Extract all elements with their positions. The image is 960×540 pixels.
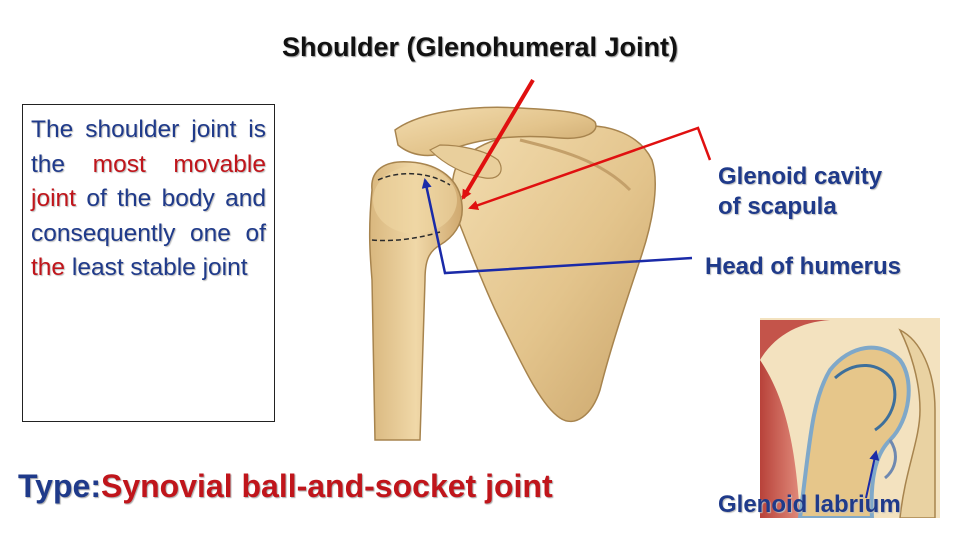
page-title: Shoulder (Glenohumeral Joint)	[281, 32, 679, 62]
humerus-bone	[368, 161, 463, 441]
description-text-1: The shoulder joint is the	[31, 116, 266, 178]
head-pointer-line	[421, 178, 693, 275]
label-glenoid-cavity: Glenoid cavity of scapula	[718, 162, 882, 222]
description-highlight-2: the	[31, 254, 66, 281]
description-box: The shoulder joint is the most movable j…	[22, 104, 275, 422]
label-glenoid-cavity-line1: Glenoid cavity	[718, 163, 883, 190]
joint-type-line: Type:Synovial ball-and-socket joint	[18, 468, 553, 505]
glenoid-pointer-line	[468, 126, 712, 211]
description-highlight-1: most movable joint	[31, 150, 266, 213]
description-text-2: of the body and consequently one of	[31, 185, 266, 247]
label-glenoid-labrium: Glenoid labrium	[718, 491, 901, 518]
label-head-of-humerus: Head of humerus	[705, 253, 902, 280]
joint-type-value: Synovial ball-and-socket joint	[100, 468, 553, 504]
title-pointer-arrow	[461, 78, 535, 200]
acromion-bone	[394, 106, 597, 179]
description-text-3: least stable joint	[65, 254, 248, 281]
joint-cross-section	[760, 318, 940, 518]
label-glenoid-cavity-line2: of scapula	[718, 193, 837, 220]
joint-type-label: Type:	[18, 468, 101, 504]
labrium-pointer-line	[865, 450, 880, 499]
